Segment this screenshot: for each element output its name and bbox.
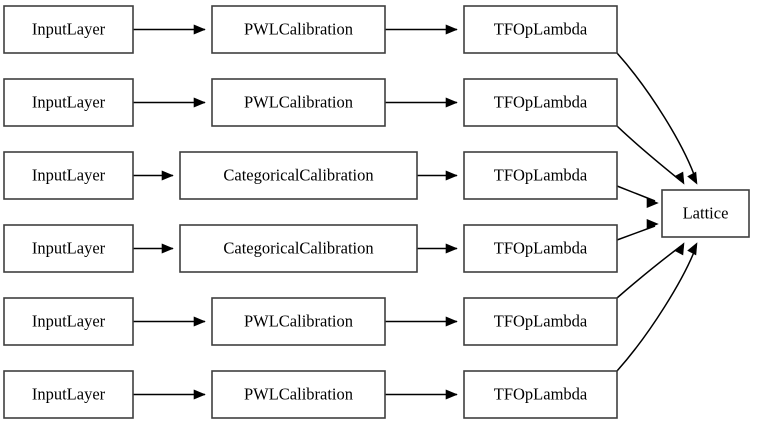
node-lambda_1[interactable]: TFOpLambda — [463, 5, 618, 54]
node-lambda_5[interactable]: TFOpLambda — [463, 297, 618, 346]
node-box-input_2[interactable] — [3, 78, 134, 127]
node-label-calib_5: PWLCalibration — [244, 311, 353, 330]
node-input_6[interactable]: InputLayer — [3, 370, 134, 419]
edge-input_4-to-calib_4 — [133, 243, 174, 254]
node-box-lambda_6[interactable] — [463, 370, 618, 419]
node-box-input_1[interactable] — [3, 5, 134, 54]
node-box-lambda_5[interactable] — [463, 297, 618, 346]
edge-lambda_3-to-lattice — [616, 185, 659, 209]
node-label-lambda_1: TFOpLambda — [494, 19, 588, 38]
edge-lambda_6-to-lattice — [616, 242, 698, 372]
node-input_4[interactable]: InputLayer — [3, 224, 134, 273]
node-label-lambda_6: TFOpLambda — [494, 384, 588, 403]
node-box-calib_2[interactable] — [211, 78, 386, 127]
node-input_2[interactable]: InputLayer — [3, 78, 134, 127]
node-label-input_5: InputLayer — [32, 311, 106, 330]
node-box-lambda_4[interactable] — [463, 224, 618, 273]
node-calib_1[interactable]: PWLCalibration — [211, 5, 386, 54]
node-box-calib_3[interactable] — [179, 151, 418, 200]
node-input_5[interactable]: InputLayer — [3, 297, 134, 346]
node-box-lambda_2[interactable] — [463, 78, 618, 127]
node-label-input_2: InputLayer — [32, 92, 106, 111]
edge-lambda_5-to-lattice — [616, 242, 685, 299]
node-box-input_3[interactable] — [3, 151, 134, 200]
node-label-calib_4: CategoricalCalibration — [223, 238, 373, 257]
node-lambda_6[interactable]: TFOpLambda — [463, 370, 618, 419]
node-label-calib_2: PWLCalibration — [244, 92, 353, 111]
node-calib_5[interactable]: PWLCalibration — [211, 297, 386, 346]
node-lambda_4[interactable]: TFOpLambda — [463, 224, 618, 273]
edge-lambda_4-to-lattice — [616, 218, 659, 241]
node-box-calib_1[interactable] — [211, 5, 386, 54]
edge-lambda_2-to-lattice — [616, 125, 685, 185]
node-label-lattice: Lattice — [683, 203, 729, 222]
node-box-calib_5[interactable] — [211, 297, 386, 346]
edge-input_1-to-calib_1 — [133, 24, 206, 35]
node-box-calib_6[interactable] — [211, 370, 386, 419]
edge-calib_1-to-lambda_1 — [385, 24, 458, 35]
node-label-calib_6: PWLCalibration — [244, 384, 353, 403]
edge-input_6-to-calib_6 — [133, 389, 206, 400]
edge-calib_4-to-lambda_4 — [417, 243, 458, 254]
node-box-input_5[interactable] — [3, 297, 134, 346]
node-calib_4[interactable]: CategoricalCalibration — [179, 224, 418, 273]
node-input_1[interactable]: InputLayer — [3, 5, 134, 54]
edges-layer — [133, 24, 698, 400]
node-label-input_6: InputLayer — [32, 384, 106, 403]
edge-calib_6-to-lambda_6 — [385, 389, 458, 400]
edge-calib_2-to-lambda_2 — [385, 97, 458, 108]
node-label-input_1: InputLayer — [32, 19, 106, 38]
node-input_3[interactable]: InputLayer — [3, 151, 134, 200]
node-calib_2[interactable]: PWLCalibration — [211, 78, 386, 127]
node-label-lambda_3: TFOpLambda — [494, 165, 588, 184]
node-lambda_3[interactable]: TFOpLambda — [463, 151, 618, 200]
node-box-input_4[interactable] — [3, 224, 134, 273]
node-label-input_4: InputLayer — [32, 238, 106, 257]
node-label-lambda_5: TFOpLambda — [494, 311, 588, 330]
node-calib_3[interactable]: CategoricalCalibration — [179, 151, 418, 200]
edge-input_3-to-calib_3 — [133, 170, 174, 181]
node-calib_6[interactable]: PWLCalibration — [211, 370, 386, 419]
node-box-calib_4[interactable] — [179, 224, 418, 273]
node-label-calib_1: PWLCalibration — [244, 19, 353, 38]
node-box-lattice[interactable] — [661, 189, 750, 238]
nodes-layer: InputLayerInputLayerInputLayerInputLayer… — [3, 5, 750, 419]
node-lambda_2[interactable]: TFOpLambda — [463, 78, 618, 127]
node-box-lambda_1[interactable] — [463, 5, 618, 54]
edge-calib_3-to-lambda_3 — [417, 170, 458, 181]
node-label-calib_3: CategoricalCalibration — [223, 165, 373, 184]
node-label-lambda_2: TFOpLambda — [494, 92, 588, 111]
edge-calib_5-to-lambda_5 — [385, 316, 458, 327]
node-label-input_3: InputLayer — [32, 165, 106, 184]
node-lattice[interactable]: Lattice — [661, 189, 750, 238]
node-label-lambda_4: TFOpLambda — [494, 238, 588, 257]
edge-input_2-to-calib_2 — [133, 97, 206, 108]
node-box-lambda_3[interactable] — [463, 151, 618, 200]
node-box-input_6[interactable] — [3, 370, 134, 419]
edge-lambda_1-to-lattice — [616, 52, 698, 185]
edge-input_5-to-calib_5 — [133, 316, 206, 327]
